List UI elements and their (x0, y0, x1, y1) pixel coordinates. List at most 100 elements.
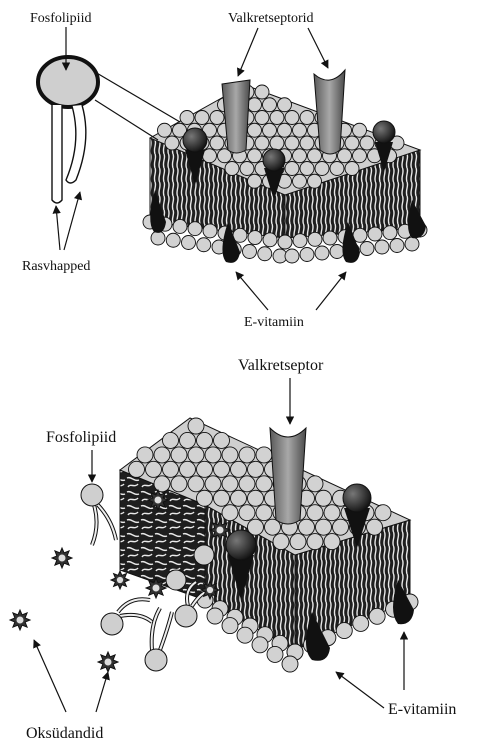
phospholipid-head (308, 232, 322, 246)
phospholipid-head (222, 476, 238, 492)
phospholipid-head (129, 461, 145, 477)
phospholipid-head (158, 123, 172, 137)
phospholipid-head (38, 57, 98, 107)
phospholipid-head (300, 111, 314, 125)
phospholipid-head (188, 476, 204, 492)
phospholipid-head (231, 490, 247, 506)
phospholipid-head (151, 231, 165, 245)
phospholipid-head (330, 162, 344, 176)
phospholipid-head (166, 233, 180, 247)
phospholipid-head (293, 234, 307, 248)
phospholipid-head (252, 637, 268, 653)
phospholipid-head (300, 162, 314, 176)
phospholipid-head (270, 111, 284, 125)
phospholipid-head (308, 149, 322, 163)
phospholipid-head (248, 174, 262, 188)
phospholipid-head (240, 162, 254, 176)
top-membrane (143, 70, 427, 263)
phospholipid-head (353, 615, 369, 631)
phospholipid-head (293, 174, 307, 188)
phospholipid-head (197, 490, 213, 506)
phospholipid-head (154, 447, 170, 463)
phospholipid-head (188, 222, 202, 236)
phospholipid-head (405, 237, 419, 251)
phospholipid-head (285, 136, 299, 150)
bottom-vitamin-e-label: E-vitamiin (388, 701, 456, 718)
phospholipid-head (214, 490, 230, 506)
phospholipid-molecule (81, 484, 116, 545)
phospholipid-head (307, 505, 323, 521)
phospholipid-head (248, 149, 262, 163)
oxidant-core (117, 577, 123, 583)
phospholipid-head (336, 623, 352, 639)
bottom-phospholipid-label: Fosfolipiid (46, 429, 116, 446)
phospholipid-head (163, 432, 179, 448)
phospholipid-head (300, 248, 314, 262)
phospholipid-head (154, 476, 170, 492)
arrow (56, 206, 60, 250)
phospholipid-head (324, 505, 340, 521)
phospholipid-head (390, 239, 404, 253)
phospholipid-head (267, 646, 283, 662)
phospholipid-head (237, 627, 253, 643)
bottom-receptor-label: Valkretseptor (238, 357, 324, 374)
phospholipid-head (203, 224, 217, 238)
phospholipid-head (231, 461, 247, 477)
phospholipid-molecule (145, 608, 172, 671)
top-receptors-label: Valkretseptorid (228, 11, 314, 26)
phospholipid-head (239, 447, 255, 463)
arrow (336, 672, 384, 708)
phospholipid-head (146, 461, 162, 477)
phospholipid-head (197, 238, 211, 252)
phospholipid-head (316, 490, 332, 506)
top-phospholipid-label: Fosfolipiid (30, 11, 91, 26)
arrow (236, 272, 268, 310)
phospholipid-head (180, 461, 196, 477)
phospholipid-head (330, 245, 344, 259)
phospholipid-head (255, 85, 269, 99)
arrow (34, 640, 66, 712)
protein-receptor (270, 428, 306, 524)
phospholipid-head (188, 418, 204, 434)
phospholipid-head (255, 111, 269, 125)
phospholipid-head (293, 149, 307, 163)
phospholipid-head (205, 447, 221, 463)
phospholipid-head (248, 490, 264, 506)
phospholipid-head (210, 111, 224, 125)
phospholipid-head (137, 447, 153, 463)
phospholipid-head (383, 226, 397, 240)
phospholipid-head (256, 505, 272, 521)
phospholipid-head (222, 618, 238, 634)
phospholipid-head (299, 519, 315, 535)
oxidants-label: Oksüdandid (26, 725, 103, 742)
fatty-acid-tail (52, 105, 62, 203)
phospholipid-head (205, 476, 221, 492)
phospholipid-head (353, 123, 367, 137)
phospholipid-head (182, 236, 196, 250)
fatty-acid-tail (66, 105, 86, 183)
phospholipid-head (248, 461, 264, 477)
phospholipid-head (239, 505, 255, 521)
phospholipid-head (273, 534, 289, 550)
phospholipid-head (278, 235, 292, 249)
oxidant-core (217, 527, 224, 534)
phospholipid-head (293, 123, 307, 137)
phospholipid-head (255, 136, 269, 150)
phospholipid-head (225, 162, 239, 176)
phospholipid-head (282, 656, 298, 672)
phospholipid-head (333, 519, 349, 535)
phospholipid-head (256, 476, 272, 492)
oxidant-core (207, 587, 213, 593)
phospholipid-head (214, 432, 230, 448)
phospholipid-head (171, 476, 187, 492)
oxidant-core (153, 585, 160, 592)
phospholipid-head (166, 570, 186, 590)
phospholipid-head (300, 136, 314, 150)
phospholipid-head (188, 447, 204, 463)
arrow (308, 28, 328, 68)
phospholipid-head (345, 136, 359, 150)
top-vitamin-e-label: E-vitamiin (244, 315, 304, 330)
phospholipid-head (285, 162, 299, 176)
phospholipid-head (195, 111, 209, 125)
phospholipid-head (368, 227, 382, 241)
